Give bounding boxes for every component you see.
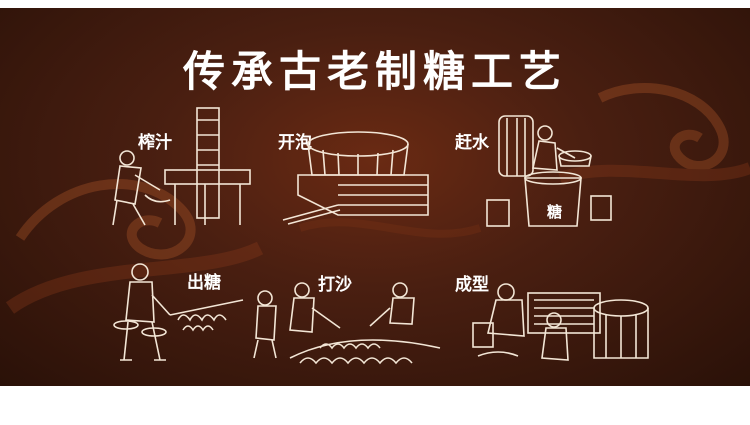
shaping-illustration: [472, 283, 649, 361]
boiling-vat-illustration: [282, 131, 429, 225]
sugar-out-illustration: [113, 263, 244, 361]
water-driving-illustration: [486, 115, 612, 227]
step-label-sanding: 打沙: [318, 275, 352, 295]
step-label-shaping: 成型: [455, 275, 489, 295]
press-juice-illustration: [112, 107, 251, 226]
craft-banner: 传承古老制糖工艺 榨汁 开泡 赶水: [0, 8, 750, 386]
step-label-press: 榨汁: [138, 133, 172, 153]
step-label-sugar-out: 出糖: [187, 273, 221, 293]
step-label-boil: 开泡: [278, 133, 312, 153]
page-title: 传承古老制糖工艺: [182, 47, 567, 96]
sanding-illustration: [253, 282, 441, 365]
cloud-swirl-decoration: [5, 83, 750, 314]
step-label-drive-water: 赶水: [455, 133, 489, 153]
pot-label: 糖: [547, 203, 563, 221]
